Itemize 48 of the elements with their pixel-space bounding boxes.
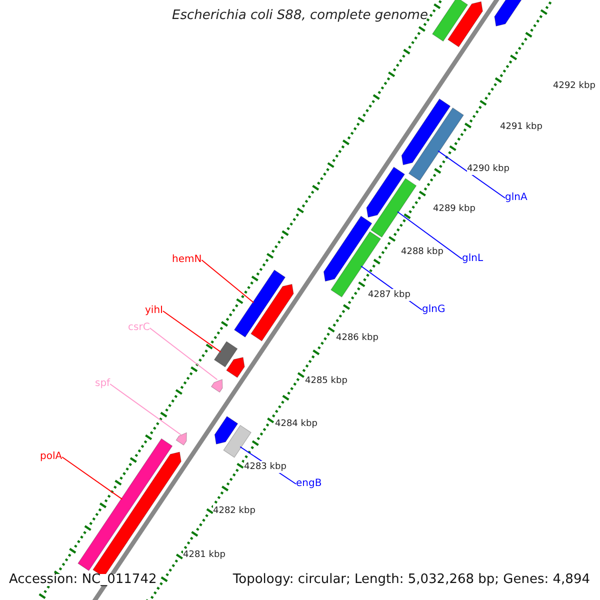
gene-label: hemN — [172, 254, 202, 266]
leader-line — [110, 384, 182, 436]
gene-bar — [370, 178, 417, 238]
gene-bar — [408, 107, 464, 182]
leader-line — [201, 260, 254, 304]
gene-bar — [323, 216, 372, 282]
tick-label: 4290 kbp — [467, 163, 510, 175]
tick-label: 4288 kbp — [401, 246, 444, 258]
gene-bar — [226, 356, 245, 378]
gene-bar — [366, 166, 406, 218]
info-text: Accession: NC_011742 — [9, 574, 157, 586]
gene-bar — [214, 341, 238, 368]
gene-bar — [223, 424, 252, 458]
gene-bar — [494, 0, 524, 26]
tick-label: 4286 kbp — [336, 332, 378, 344]
leader-line — [149, 328, 218, 380]
title: Escherichia coli S88, complete genome — [172, 10, 428, 22]
gene-label: polA — [40, 451, 62, 463]
gene-label: glnA — [505, 192, 528, 204]
leader-line — [438, 150, 506, 198]
gene-bar — [214, 416, 238, 444]
leader-line — [396, 211, 462, 260]
gene-bar — [234, 270, 286, 338]
tick-label: 4284 kbp — [275, 418, 318, 430]
tick-label: 4289 kbp — [433, 203, 476, 215]
gene-bar — [78, 438, 173, 571]
info-text: Topology: circular; Length: 5,032,268 bp; Genes: 4,894 — [232, 574, 590, 586]
leader-line — [62, 456, 123, 500]
gene-bar — [447, 1, 483, 48]
gene-bar — [210, 379, 223, 393]
tick-label: 4283 kbp — [244, 461, 286, 473]
gene-bar — [176, 432, 187, 446]
tick-label: 4282 kbp — [213, 505, 256, 517]
gene-bar — [401, 98, 451, 166]
tick-label: 4281 kbp — [183, 549, 226, 561]
gene-label: yihI — [145, 305, 163, 317]
gene-label: glnG — [422, 304, 446, 316]
gene-label: spf — [95, 378, 110, 390]
tick-label: 4285 kbp — [305, 375, 348, 387]
tick-label: 4291 kbp — [500, 121, 542, 133]
gene-bar — [432, 0, 468, 42]
gene-bar — [250, 284, 294, 342]
gene-label: engB — [296, 478, 322, 490]
leader-line — [162, 310, 222, 352]
tick-label: 4287 kbp — [368, 289, 410, 301]
tick-label: 4292 kbp — [553, 80, 596, 92]
gene-label: csrC — [128, 322, 150, 334]
gene-label: glnL — [462, 253, 484, 265]
